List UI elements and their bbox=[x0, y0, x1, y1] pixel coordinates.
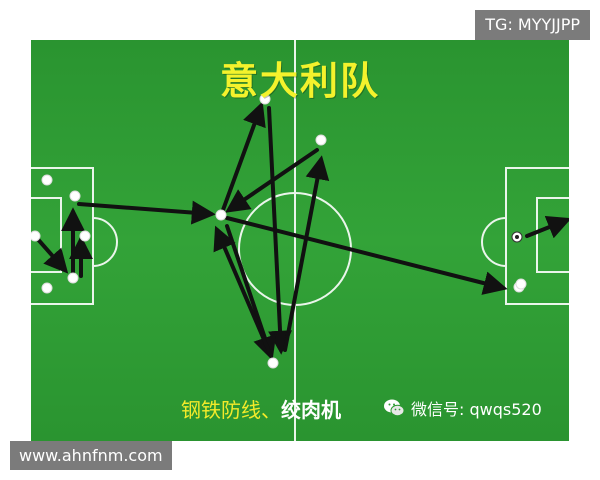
player-marker bbox=[31, 230, 41, 242]
player-marker bbox=[41, 174, 53, 186]
right-goal-area bbox=[536, 197, 569, 273]
wechat-watermark: 微信号: qwqs520 bbox=[383, 396, 542, 420]
arrow-left-1 bbox=[33, 234, 69, 274]
right-penalty-arc bbox=[481, 217, 507, 267]
arrow-bottom-to-right bbox=[283, 155, 330, 352]
player-marker bbox=[41, 282, 53, 294]
arrow-center-to-right-box bbox=[225, 216, 508, 295]
player-marker bbox=[259, 93, 271, 105]
grass bbox=[31, 40, 569, 441]
caption: 钢铁防线、绞肉机 bbox=[181, 394, 341, 423]
soccer-pitch: 意大利队 钢铁防线、绞肉机 微信号: qwqs520 bbox=[31, 40, 569, 441]
player-marker bbox=[69, 190, 81, 202]
left-penalty-arc bbox=[92, 217, 118, 267]
player-marker bbox=[67, 272, 79, 284]
players bbox=[31, 93, 525, 369]
wechat-icon bbox=[383, 398, 405, 418]
pitch-diagram bbox=[31, 40, 569, 441]
caption-emphasis: 绞肉机 bbox=[281, 398, 341, 422]
player-marker bbox=[215, 209, 227, 221]
wechat-label: 微信号: qwqs520 bbox=[411, 400, 542, 419]
pass-arrows bbox=[33, 101, 569, 361]
watermark-top-right: TG: MYYJJPP bbox=[475, 10, 590, 40]
arrow-bottom-to-center bbox=[213, 225, 273, 358]
pitch-title: 意大利队 bbox=[219, 59, 380, 103]
arrow-right-to-center bbox=[225, 148, 319, 213]
ball-icon bbox=[511, 231, 523, 243]
player-marker bbox=[267, 357, 279, 369]
caption-text: 钢铁防线、 bbox=[181, 398, 281, 422]
arrow-shot bbox=[525, 215, 569, 239]
player-marker bbox=[315, 134, 327, 146]
arrow-long-to-center bbox=[77, 200, 216, 225]
watermark-bottom-left: www.ahnfnm.com bbox=[10, 441, 172, 470]
player-marker bbox=[79, 230, 91, 242]
player-marker bbox=[515, 278, 527, 290]
right-penalty-area bbox=[505, 167, 569, 305]
left-penalty-area bbox=[31, 167, 94, 305]
